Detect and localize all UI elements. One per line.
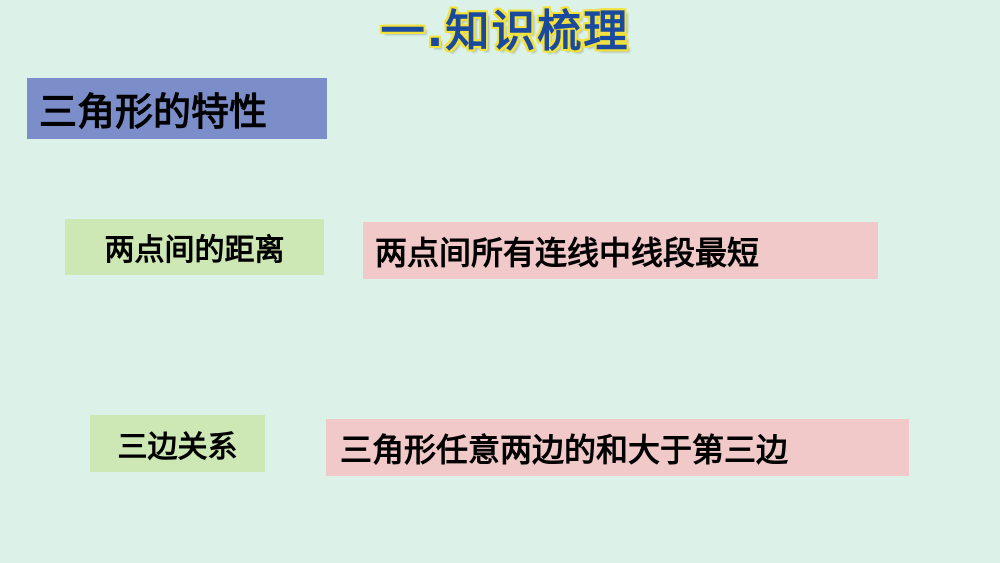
- item-label-distance: 两点间的距离: [65, 219, 324, 275]
- slide-title: 一.知识梳理: [380, 6, 630, 57]
- item-description-three-sides: 三角形任意两边的和大于第三边: [326, 419, 909, 476]
- section-heading: 三角形的特性: [27, 78, 327, 139]
- item-label-three-sides: 三边关系: [90, 415, 265, 472]
- item-description-distance: 两点间所有连线中线段最短: [363, 222, 878, 279]
